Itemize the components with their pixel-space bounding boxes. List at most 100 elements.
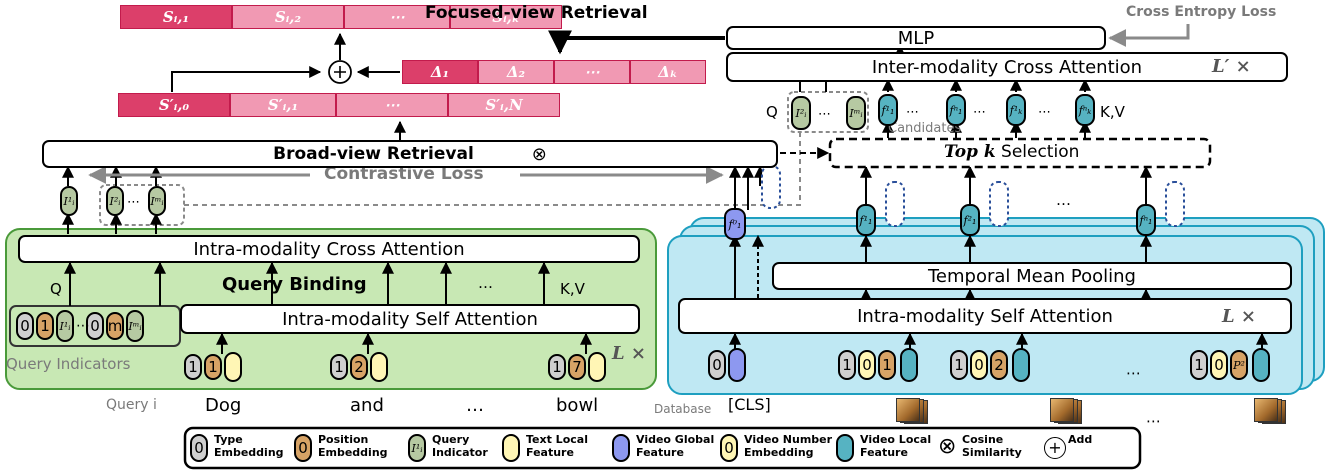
broad-score-cell: ⋯ (336, 93, 448, 117)
legend-label: Type Embedding (214, 433, 284, 459)
video-position-token: 2 (990, 350, 1008, 380)
video-type-token: 1 (1190, 350, 1208, 380)
video-feature-kv: f¹ₖ (1006, 94, 1026, 126)
indicator-feature-token: Iᵐᵢ (126, 310, 144, 342)
video-frame-thumbnail (1050, 398, 1074, 422)
legend-label: Video Local Feature (860, 433, 932, 459)
indicator-dashed-box-top (787, 91, 869, 133)
q-label-left: Q (50, 280, 62, 298)
vnum-dotted-1 (761, 165, 781, 209)
legend-label: Video Number Embedding (744, 433, 833, 459)
video-number-token: 0 (970, 350, 988, 380)
topk-selection-label: Top k Selection (944, 144, 1079, 161)
broad-score-cell: S′ᵢ,₀ (118, 93, 230, 117)
temporal-mean-pooling: Temporal Mean Pooling (772, 262, 1292, 290)
kv-dots: ⋯ (906, 105, 919, 120)
type-embedding-token: 1 (548, 354, 566, 380)
query-indicator-output: I¹ᵢ (60, 186, 78, 216)
q-dots: ⋯ (818, 107, 831, 122)
indicator-position-token: 1 (36, 312, 54, 340)
broad-view-retrieval: Broad-view Retrieval ⊗ (42, 140, 778, 168)
add-symbol-plus (334, 66, 346, 78)
query-dots: … (478, 274, 493, 292)
video-position-token: 1 (878, 350, 896, 380)
legend-teal-icon (836, 434, 854, 462)
video-local-feature-output: fⁿ₁ (1136, 204, 1156, 236)
indicator-dots: ⋯ (76, 318, 90, 334)
delta-score-cell: ⋯ (554, 60, 630, 84)
query-word: Dog (205, 395, 242, 416)
legend-blue-icon (612, 434, 630, 462)
video-repeat-label: L × (1222, 306, 1257, 327)
legend-label: Add (1068, 433, 1093, 446)
indicator-feature-token: I¹ᵢ (56, 310, 74, 342)
delta-score-cell: Δₖ (630, 60, 706, 84)
video-feature-kv: fⁿ₁ (946, 94, 966, 126)
video-frame-thumbnail (1254, 398, 1278, 422)
indicator-type-token: 0 (16, 312, 34, 340)
legend-label: Query Indicator (432, 433, 488, 459)
video-local-token (1252, 348, 1270, 382)
video-local-feature-output: f²₁ (960, 204, 980, 236)
indicator-position-token: m (106, 312, 124, 340)
cross-entropy-label: Cross Entropy Loss (1126, 4, 1277, 20)
query-indicator-q: I²ᵢ (791, 96, 811, 130)
legend-green-icon: I¹ᵢ (408, 434, 426, 462)
legend-yellow-icon: 0 (720, 434, 738, 462)
video-global-feature-output: f⁰₁ (724, 208, 746, 240)
indicator-dashed-link (184, 132, 801, 206)
legend-add-icon: + (1044, 437, 1066, 459)
arrow-cross-entropy (1108, 24, 1190, 47)
query-word: … (466, 395, 484, 416)
arrow-mlp-to-delta (548, 30, 725, 55)
video-type-token: 1 (950, 350, 968, 380)
video-feature-kv: fⁿₖ (1075, 94, 1095, 126)
query-indicator-output: Iᵐᵢ (148, 186, 166, 216)
legend-label: Text Local Feature (526, 433, 588, 459)
video-type-token: 1 (838, 350, 856, 380)
arrow-scores-to-add (171, 66, 322, 92)
kv-label-mid: K,V (560, 280, 585, 298)
candidates-label: Candidates (888, 121, 962, 136)
intra-modality-self-attention-video: Intra-modality Self Attention (678, 298, 1292, 334)
legend-cosine-icon: ⊗ (938, 434, 957, 459)
broad-score-cell: S′ᵢ,₁ (230, 93, 336, 117)
focused-view-title: Focused-view Retrieval (425, 3, 648, 23)
intra-modality-cross-attention: Intra-modality Cross Attention (18, 235, 640, 263)
type-embedding-token: 1 (330, 354, 348, 380)
position-embedding-token: 1 (204, 354, 222, 380)
video-number-token: 0 (1210, 350, 1228, 380)
position-embedding-token: 7 (568, 354, 586, 380)
inter-modality-cross-attention: Inter-modality Cross Attention (726, 52, 1288, 82)
legend-label: Video Global Feature (636, 433, 715, 459)
video-global-token (728, 348, 746, 382)
topk-rest: Selection (995, 142, 1080, 162)
legend-yellow-icon (502, 434, 520, 462)
video-dots-mid: … (1056, 191, 1071, 209)
final-score-cell: Sᵢ,ₖ (450, 5, 562, 29)
video-local-feature-output: f¹₁ (856, 204, 876, 236)
delta-score-cell: Δ₁ (402, 60, 478, 84)
query-word: bowl (556, 395, 599, 416)
video-feature-kv: f¹₁ (878, 94, 898, 126)
video-number-token: 0 (858, 350, 876, 380)
legend-orange-icon: 0 (294, 434, 312, 462)
contrastive-loss-label: Contrastive Loss (324, 164, 484, 184)
database-label: Database (654, 402, 712, 416)
final-score-cell: ⋯ (344, 5, 450, 29)
video-local-token (900, 348, 918, 382)
video-dots-bottom: ⋯ (1126, 364, 1141, 382)
cls-label: [CLS] (728, 395, 771, 414)
query-indicator-output: I²ᵢ (106, 186, 124, 216)
position-embedding-token: 2 (350, 354, 368, 380)
delta-score-cell: Δ₂ (478, 60, 554, 84)
legend-label: Cosine Similarity (962, 433, 1022, 459)
final-score-cell: Sᵢ,₂ (232, 5, 344, 29)
vnum-dotted-2 (885, 181, 905, 227)
inter-repeat-label: L′ × (1212, 56, 1251, 77)
query-indicator-q: Iᵐᵢ (846, 96, 866, 130)
mlp-block: MLP (726, 26, 1106, 50)
type-embedding-token: 1 (184, 354, 202, 380)
text-local-feature-token (588, 352, 606, 382)
query-word: and (350, 395, 384, 416)
